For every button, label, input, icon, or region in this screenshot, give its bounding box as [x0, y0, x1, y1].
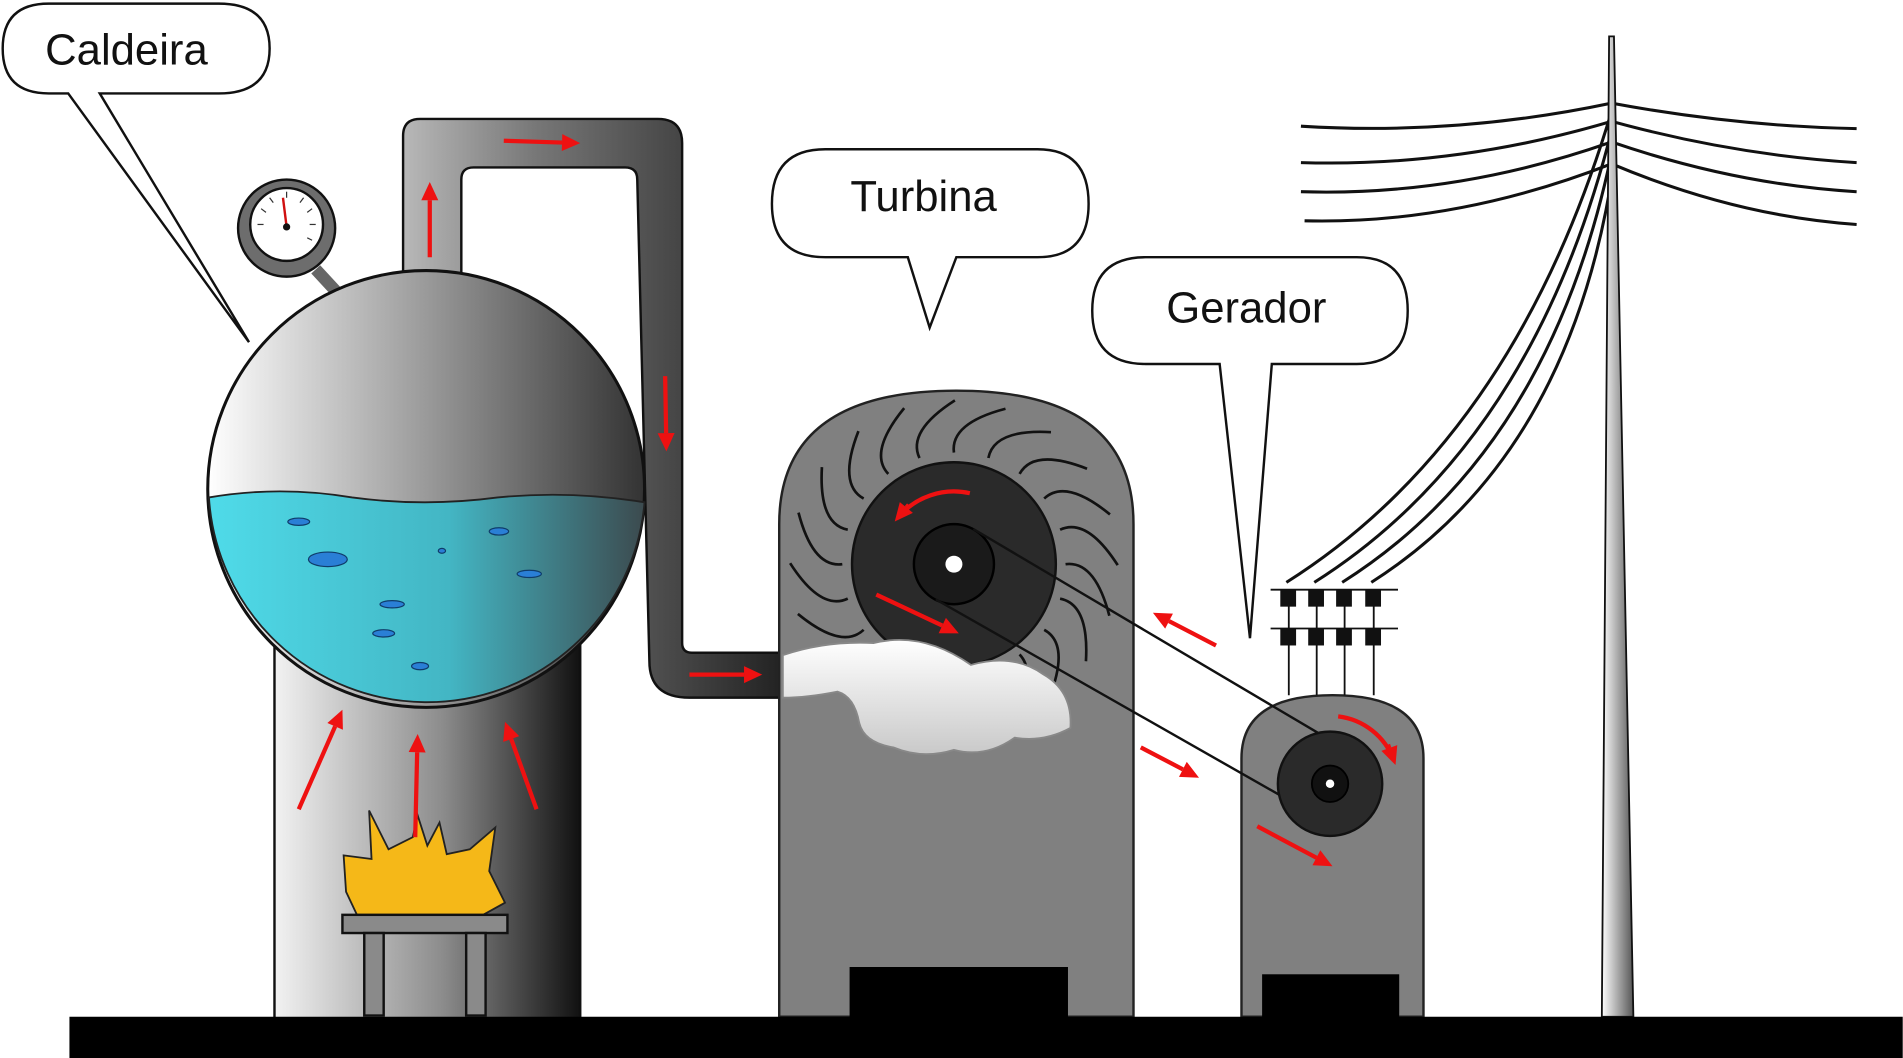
turbine-blade [797, 612, 865, 639]
label-gerador: Gerador [1091, 256, 1409, 639]
turbine-blade [952, 407, 1006, 453]
label-caldeira-text: Caldeira [45, 25, 208, 74]
turbine-blade [847, 430, 865, 500]
arrowhead-icon [327, 709, 343, 730]
burner-stand [341, 913, 509, 1017]
flow-arrow-icon [1168, 619, 1217, 648]
arrowhead-icon [744, 666, 763, 684]
turbine-blade [1018, 458, 1088, 475]
label-caldeira: Caldeira [1, 2, 271, 343]
pressure-gauge-icon [236, 178, 350, 306]
boiler-sphere [206, 269, 647, 709]
arrowhead-icon [1178, 761, 1200, 778]
arrowhead-icon [938, 617, 959, 634]
turbine-blade [789, 562, 849, 603]
arrowhead-icon [1152, 612, 1173, 629]
arrowhead-icon [503, 721, 520, 742]
arrowhead-icon [894, 502, 913, 522]
turbine-blade [1065, 562, 1111, 617]
arrowhead-icon [408, 734, 426, 753]
flow-arrow-icon [503, 138, 563, 145]
flow-arrow-icon [1139, 745, 1184, 772]
water [207, 490, 646, 704]
turbine-blade [1043, 489, 1111, 516]
flow-arrow-icon [509, 738, 539, 810]
insulators [1270, 588, 1398, 696]
steam-cloud [781, 638, 1072, 755]
arrowhead-icon [657, 433, 675, 452]
turbine-blade [797, 512, 843, 566]
arrowhead-icon [1312, 850, 1333, 867]
flow-arrow-icon [875, 592, 944, 628]
label-turbina-text: Turbina [850, 172, 997, 221]
arrowhead-icon [1381, 745, 1398, 766]
drive-belt [935, 527, 1319, 796]
flow-arrow-icon [1256, 824, 1318, 860]
label-turbina: Turbina [770, 148, 1090, 332]
turbine-blade [987, 430, 1052, 459]
turbine-blade [879, 407, 906, 475]
generator-base [1262, 974, 1400, 1018]
turbine-blade [820, 467, 849, 532]
arrowhead-icon [561, 134, 581, 152]
turbine-base [849, 967, 1068, 1018]
turbine-blade [1059, 597, 1088, 662]
turbine-blade [915, 399, 956, 459]
label-gerador-text: Gerador [1166, 284, 1326, 333]
flow-arrows [296, 134, 1398, 867]
flow-arrow-icon [904, 503, 911, 509]
utility-pole [1600, 35, 1635, 1018]
flow-arrow-icon [663, 376, 669, 434]
flow-arrow-icon [413, 752, 420, 838]
generator-rotor [1276, 730, 1384, 838]
steam-pipe [401, 117, 785, 699]
arrowhead-icon [421, 181, 439, 201]
turbine-blade [1059, 525, 1119, 566]
flow-arrow-icon [296, 725, 338, 811]
flow-arrow-icon [1386, 743, 1392, 749]
ground-bar [69, 1016, 1903, 1058]
